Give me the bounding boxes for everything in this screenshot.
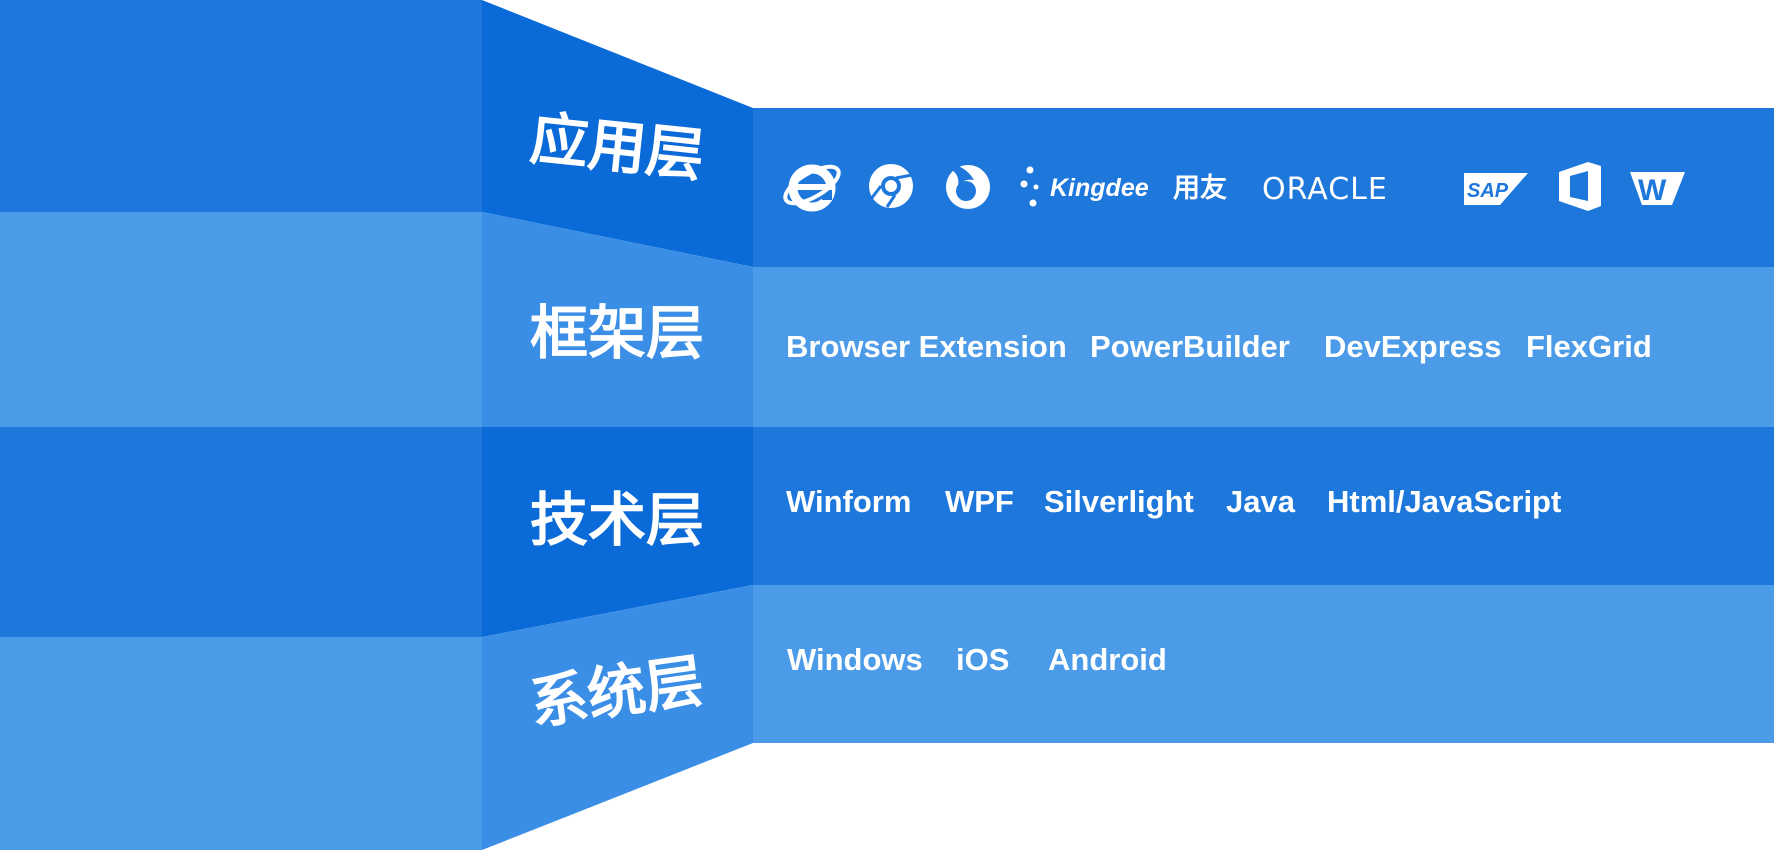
framework-items: Browser Extension PowerBuilder DevExpres… [786,329,1652,364]
application-icons: Kingdee 用友 ORACLE SAP W [783,162,1685,212]
framework-item-powerbuilder: PowerBuilder [1090,329,1290,364]
fold-system [482,585,753,850]
framework-item-devexpress: DevExpress [1324,329,1502,364]
band-technology [753,427,1774,585]
band-framework [753,267,1774,427]
internet-explorer-icon [783,164,841,212]
chrome-icon [869,164,913,208]
system-item-windows: Windows [787,642,923,677]
layer-label-framework: 框架层 [530,299,704,367]
framework-item-browser-extension: Browser Extension [786,329,1067,364]
technology-item-wpf: WPF [945,484,1014,519]
wps-icon-text: W [1638,174,1667,207]
oracle-logo: ORACLE [1262,172,1388,207]
left-band-framework [0,212,482,427]
system-item-android: Android [1048,642,1167,677]
sap-logo: SAP [1464,173,1528,205]
band-application [753,108,1774,267]
left-band-system [0,637,482,850]
layer-label-technology: 技术层 [530,486,704,554]
kingdee-logo-text: Kingdee [1050,174,1149,202]
technology-item-java: Java [1226,484,1296,519]
technology-items: Winform WPF Silverlight Java Html/JavaSc… [786,484,1561,519]
fold-application [482,0,753,267]
band-system [753,585,1774,743]
fold-technology [482,427,753,637]
system-item-ios: iOS [956,642,1009,677]
framework-item-flexgrid: FlexGrid [1526,329,1652,364]
yonyou-logo: 用友 [1173,173,1227,204]
technology-item-silverlight: Silverlight [1044,484,1194,519]
technology-item-winform: Winform [786,484,911,519]
wps-icon: W [1630,172,1685,207]
technology-item-html-javascript: Html/JavaScript [1327,484,1561,519]
firefox-icon [946,165,990,209]
sap-logo-text: SAP [1467,180,1509,202]
office-icon [1559,162,1601,211]
fold-framework [482,212,753,427]
kingdee-logo: Kingdee [1020,166,1149,207]
left-band-application [0,0,482,212]
system-items: Windows iOS Android [787,642,1167,677]
left-band-technology [0,427,482,637]
